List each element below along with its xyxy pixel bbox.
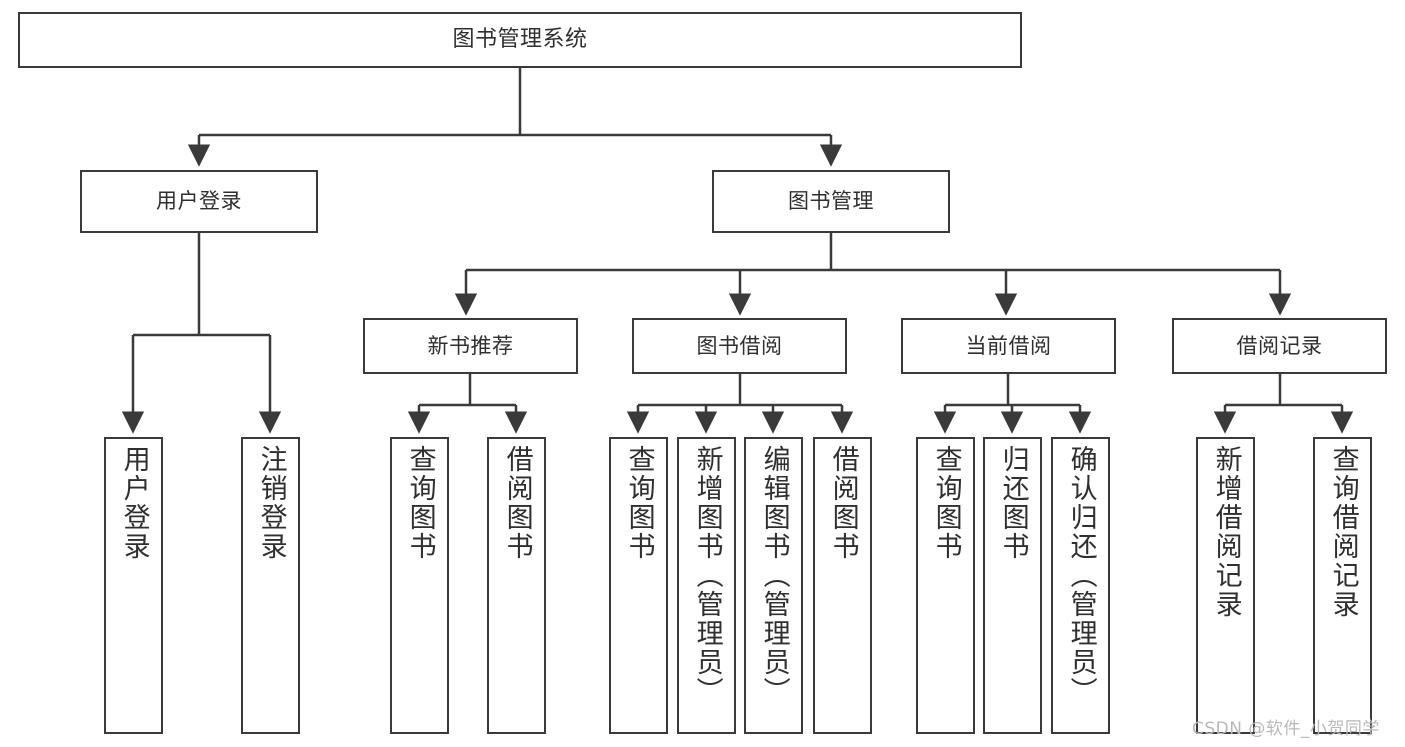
leaf-user-login-signout[interactable]: 注销登录 xyxy=(241,437,300,734)
node-book-management[interactable]: 图书管理 xyxy=(712,170,950,233)
leaf-borrow-query-book[interactable]: 查询图书 xyxy=(609,437,668,734)
node-user-login-label: 用户登录 xyxy=(156,189,242,214)
leaf-user-login-signout-label: 注销登录 xyxy=(255,445,287,561)
leaf-new-book-query[interactable]: 查询图书 xyxy=(390,437,449,734)
leaf-borrow-lend-book[interactable]: 借阅图书 xyxy=(813,437,872,734)
node-root-system[interactable]: 图书管理系统 xyxy=(18,12,1022,68)
leaf-current-return-book-label: 归还图书 xyxy=(997,445,1029,561)
leaf-current-confirm-return[interactable]: 确认归还（管理员） xyxy=(1051,437,1110,734)
leaf-record-query-label: 查询借阅记录 xyxy=(1327,445,1359,619)
leaf-current-confirm-return-label: 确认归还（管理员） xyxy=(1065,445,1097,706)
leaf-borrow-edit-book-label: 编辑图书（管理员） xyxy=(758,445,790,706)
leaf-record-add[interactable]: 新增借阅记录 xyxy=(1196,437,1255,734)
node-book-management-label: 图书管理 xyxy=(788,189,874,214)
leaf-user-login-signin-label: 用户登录 xyxy=(118,445,150,561)
leaf-user-login-signin[interactable]: 用户登录 xyxy=(104,437,163,734)
node-borrow-record-label: 借阅记录 xyxy=(1236,333,1323,358)
node-new-book-recommend[interactable]: 新书推荐 xyxy=(363,318,578,374)
leaf-borrow-lend-book-label: 借阅图书 xyxy=(827,445,859,561)
leaf-borrow-query-book-label: 查询图书 xyxy=(623,445,655,561)
leaf-new-book-borrow[interactable]: 借阅图书 xyxy=(487,437,546,734)
leaf-new-book-borrow-label: 借阅图书 xyxy=(501,445,533,561)
node-user-login[interactable]: 用户登录 xyxy=(80,170,318,233)
leaf-borrow-add-book-label: 新增图书（管理员） xyxy=(691,445,723,706)
leaf-current-return-book[interactable]: 归还图书 xyxy=(983,437,1042,734)
leaf-record-add-label: 新增借阅记录 xyxy=(1210,445,1242,619)
node-new-book-recommend-label: 新书推荐 xyxy=(427,333,514,358)
leaf-new-book-query-label: 查询图书 xyxy=(404,445,436,561)
node-book-borrow-label: 图书借阅 xyxy=(696,333,783,358)
node-current-borrow[interactable]: 当前借阅 xyxy=(901,318,1116,374)
leaf-borrow-edit-book[interactable]: 编辑图书（管理员） xyxy=(744,437,803,734)
leaf-current-query-book-label: 查询图书 xyxy=(930,445,962,561)
csdn-watermark: CSDN @软件_小贺同学 xyxy=(1192,719,1380,739)
node-book-borrow[interactable]: 图书借阅 xyxy=(632,318,847,374)
leaf-borrow-add-book[interactable]: 新增图书（管理员） xyxy=(677,437,736,734)
node-current-borrow-label: 当前借阅 xyxy=(965,333,1052,358)
leaf-current-query-book[interactable]: 查询图书 xyxy=(916,437,975,734)
node-root-label: 图书管理系统 xyxy=(452,27,588,53)
leaf-record-query[interactable]: 查询借阅记录 xyxy=(1313,437,1372,734)
node-borrow-record[interactable]: 借阅记录 xyxy=(1172,318,1387,374)
